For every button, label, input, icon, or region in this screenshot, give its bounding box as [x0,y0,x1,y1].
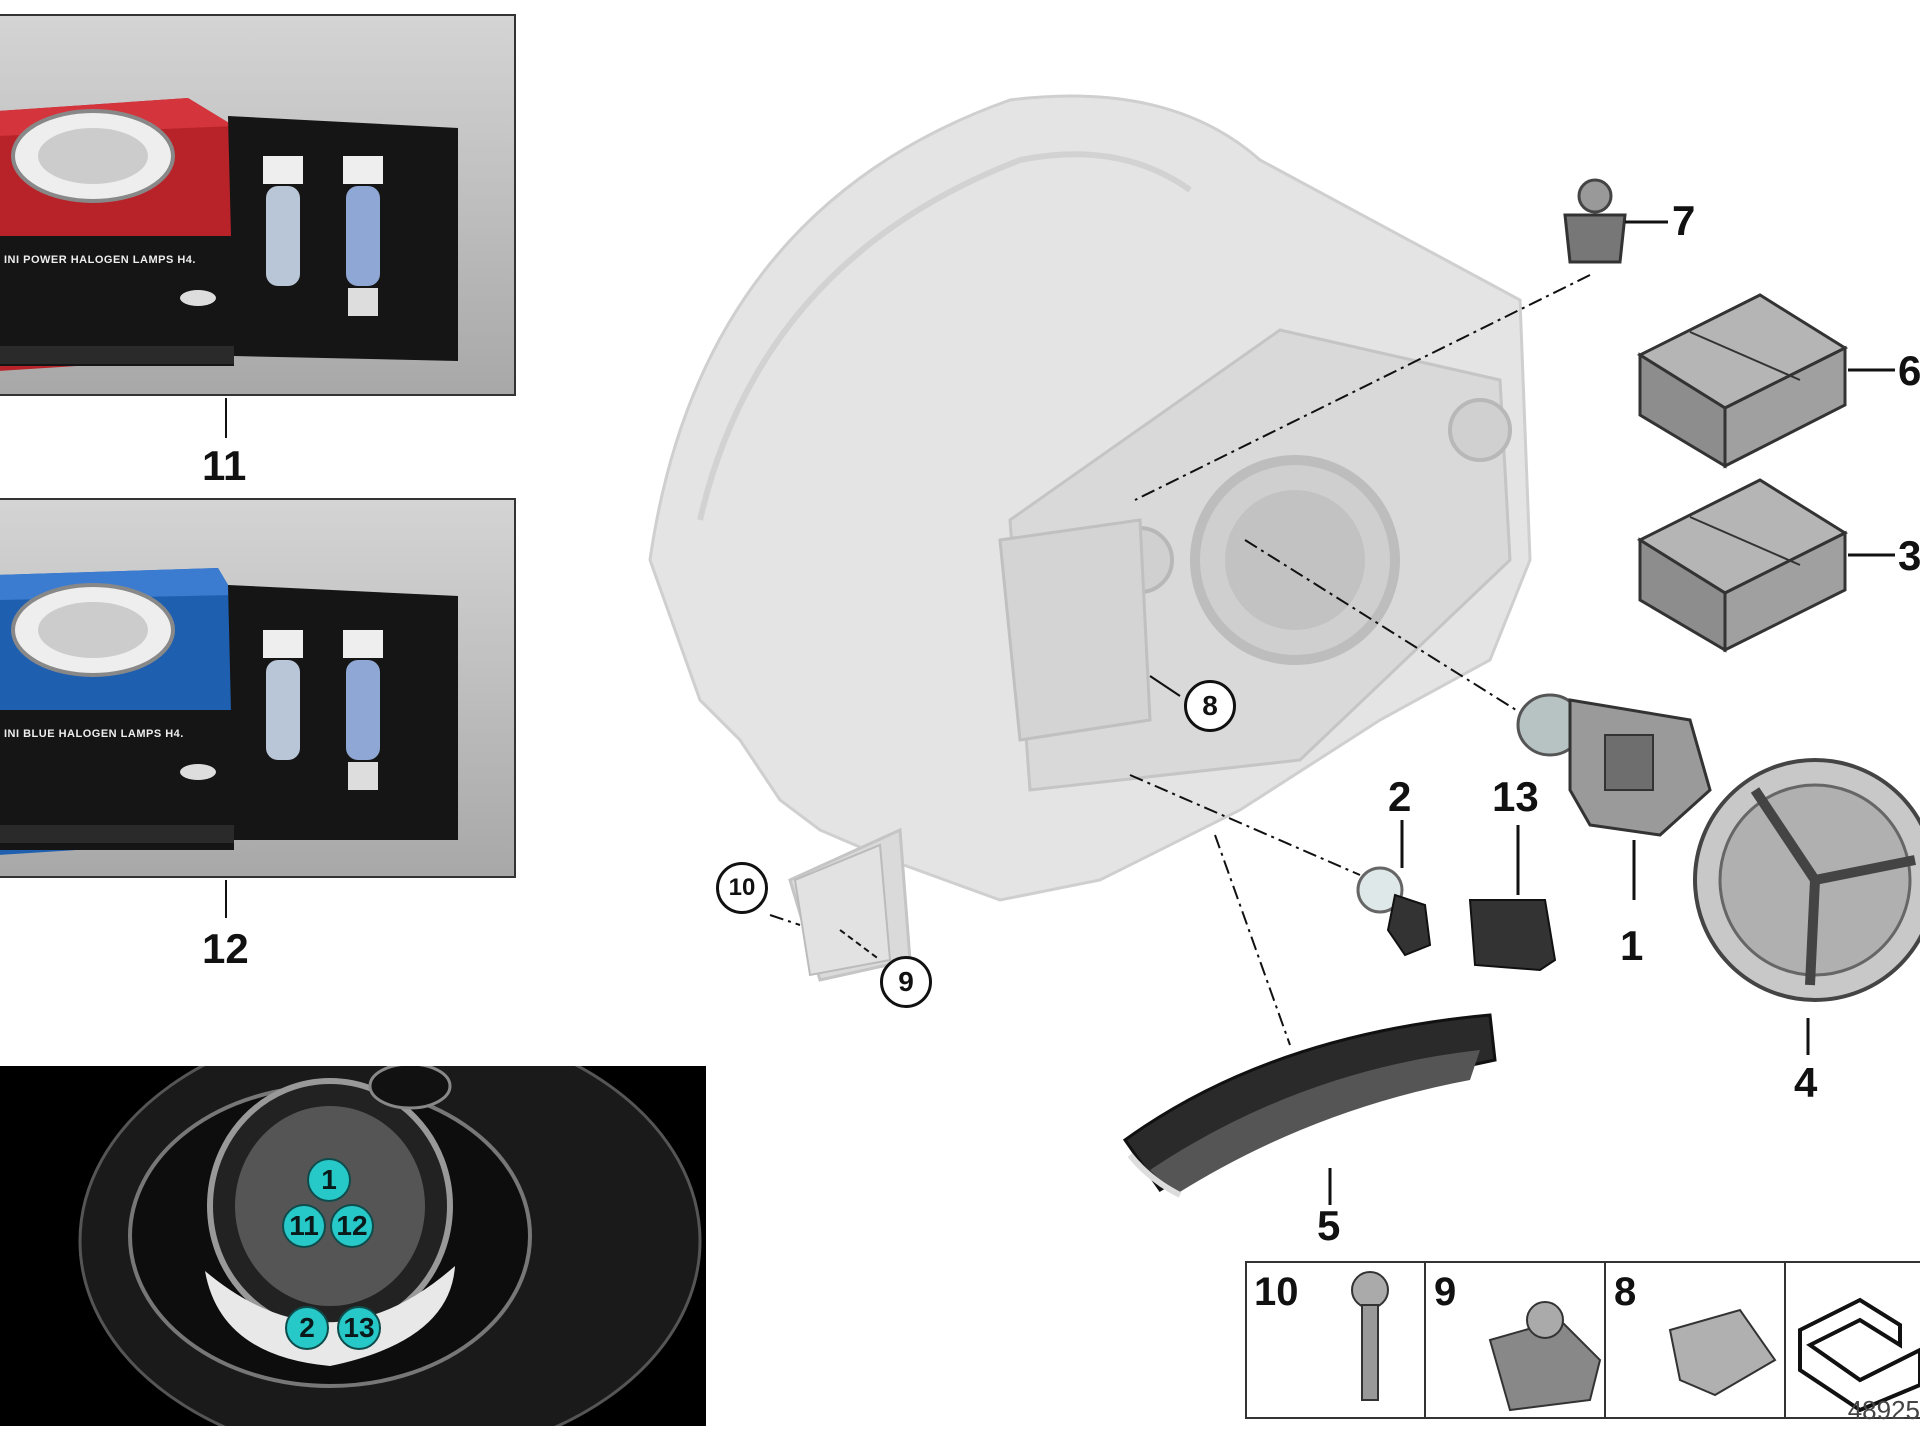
location-marker-12[interactable]: 12 [330,1204,374,1248]
leader-line-12 [225,880,227,918]
inset-blue-halogen-package[interactable]: INI BLUE HALOGEN LAMPS H4. [0,498,516,878]
callout-12[interactable]: 12 [202,925,249,972]
callout-7[interactable]: 7 [1672,197,1696,244]
kit-number-8: 8 [1614,1270,1637,1314]
location-marker-2[interactable]: 2 [285,1306,329,1350]
blue-halogen-package-title: INI BLUE HALOGEN LAMPS H4. [4,728,184,740]
leader-line-11 [225,398,227,438]
power-halogen-package-image [0,16,514,394]
callout-2[interactable]: 2 [1388,773,1412,820]
callout-8[interactable]: 8 [1184,680,1236,732]
kit-number-9: 9 [1434,1270,1457,1314]
callout-13[interactable]: 13 [1492,773,1539,820]
blue-halogen-package-image [0,500,514,876]
callout-3[interactable]: 3 [1898,532,1920,579]
location-marker-11[interactable]: 11 [282,1204,326,1248]
location-view: 1 11 12 2 13 [0,1066,706,1426]
power-halogen-package-title: INI POWER HALOGEN LAMPS H4. [4,254,196,266]
kit-cell-8[interactable]: 8 [1606,1262,1786,1418]
callout-1[interactable]: 1 [1620,922,1644,969]
callout-6[interactable]: 6 [1898,347,1920,394]
kit-number-10: 10 [1254,1270,1299,1314]
diagram-number: 48925 [1847,1395,1920,1425]
callout-5[interactable]: 5 [1317,1202,1341,1249]
kit-cell-10[interactable]: 10 [1246,1262,1426,1418]
kit-cell-9[interactable]: 9 [1426,1262,1606,1418]
headlight-location-image [78,1066,702,1426]
callout-10[interactable]: 10 [716,862,768,914]
location-marker-1[interactable]: 1 [307,1158,351,1202]
callout-9[interactable]: 9 [880,956,932,1008]
callout-4[interactable]: 4 [1794,1059,1818,1106]
inset-power-halogen-package[interactable]: INI POWER HALOGEN LAMPS H4. [0,14,516,396]
callout-11[interactable]: 11 [202,442,247,489]
location-marker-13[interactable]: 13 [337,1306,381,1350]
